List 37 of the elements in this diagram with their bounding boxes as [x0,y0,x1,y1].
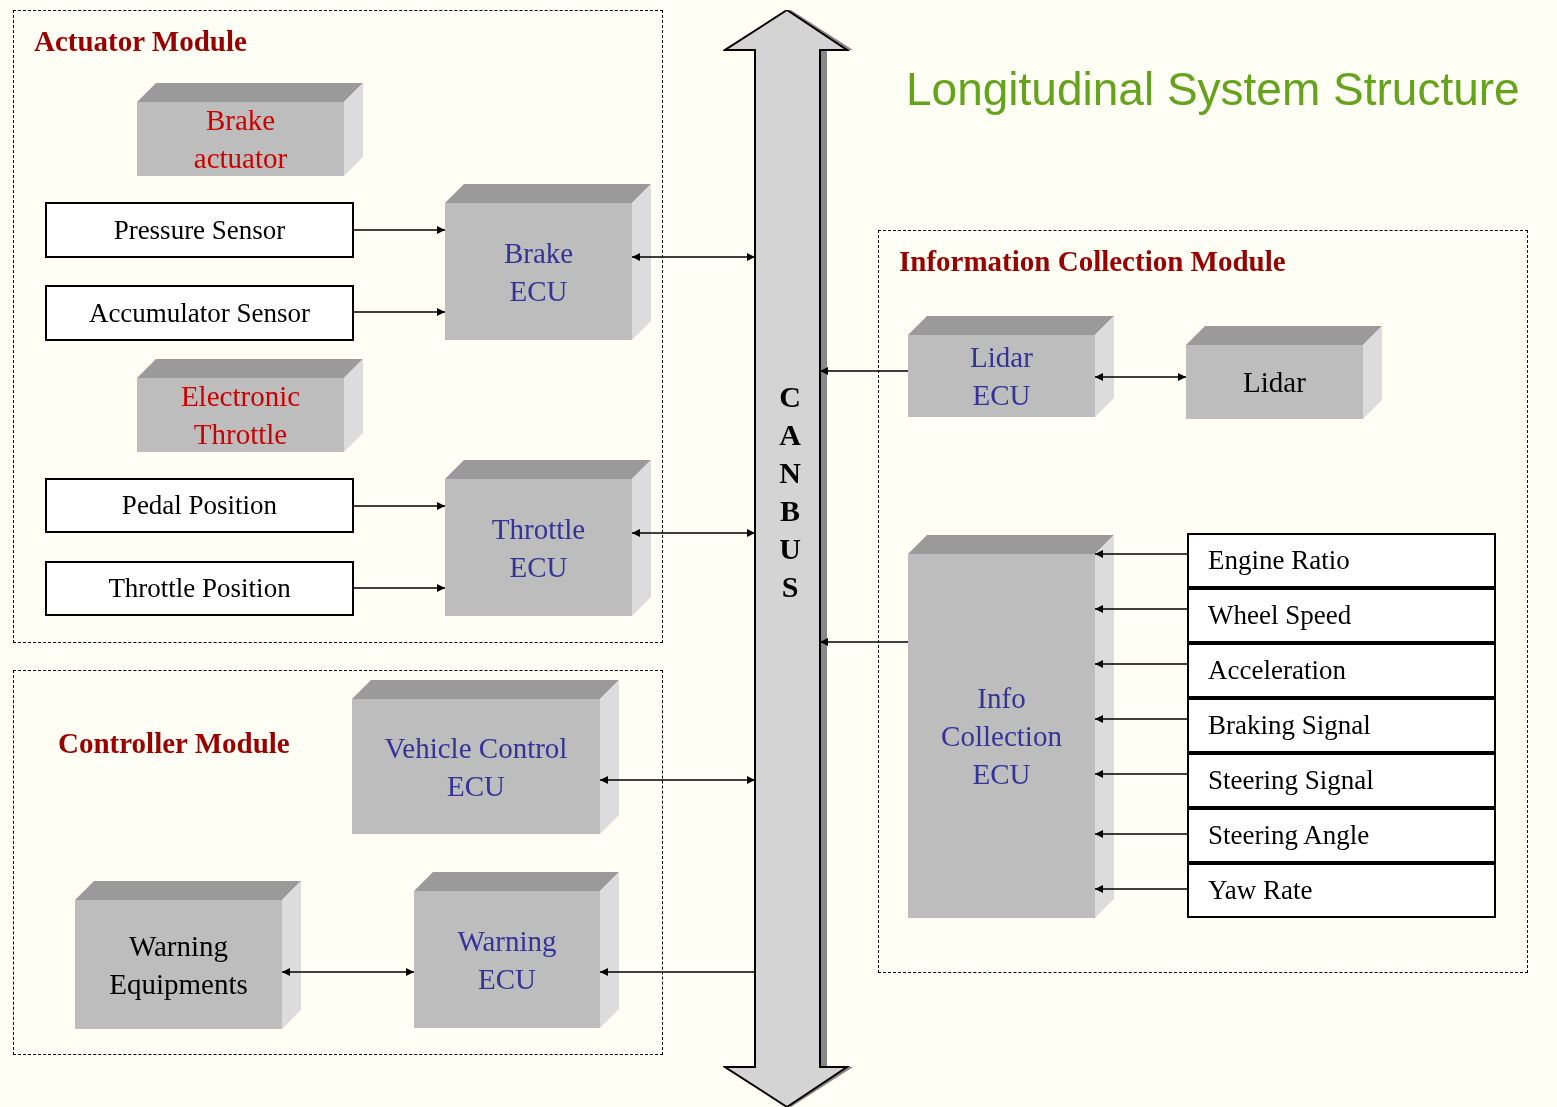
arrow [1094,715,1188,723]
signal-box: Accumulator Sensor [45,285,354,341]
arrow [1094,605,1188,613]
signal-box: Steering Angle [1187,808,1496,863]
signal-box: Engine Ratio [1187,533,1496,588]
signal-box: Pressure Sensor [45,202,354,258]
module-group [13,10,663,643]
arrow [1094,373,1187,381]
arrow [819,367,909,375]
arrow [1094,770,1188,778]
arrow [819,638,909,646]
signal-box: Braking Signal [1187,698,1496,753]
signal-box: Throttle Position [45,561,354,616]
arrow [1094,660,1188,668]
arrow [353,226,446,234]
arrow [631,529,756,537]
signal-box: Wheel Speed [1187,588,1496,643]
arrow [599,968,756,976]
arrow [281,968,415,976]
arrow [353,502,446,510]
arrow [631,253,756,261]
module-title: Actuator Module [34,27,247,56]
can-bus-arrow: CAN BUS [723,10,853,1107]
module-group [878,230,1528,973]
module-group [13,670,663,1055]
arrow [1094,830,1188,838]
arrow [353,308,446,316]
module-title: Controller Module [58,729,290,758]
signal-box: Yaw Rate [1187,863,1496,918]
signal-box: Acceleration [1187,643,1496,698]
arrow [353,584,446,592]
arrow [1094,885,1188,893]
arrow [599,776,756,784]
arrow [1094,550,1188,558]
signal-box: Steering Signal [1187,753,1496,808]
module-title: Information Collection Module [899,247,1286,276]
signal-box: Pedal Position [45,478,354,533]
